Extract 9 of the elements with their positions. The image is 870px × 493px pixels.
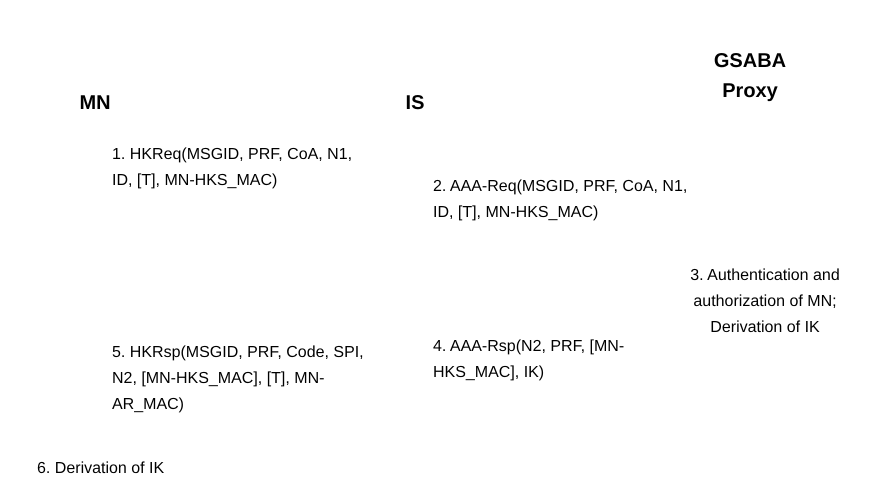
- participant-name: IS: [404, 91, 426, 116]
- message-text: 4. AAA-Rsp(N2, PRF, [MN-HKS_MAC], IK): [433, 337, 626, 383]
- step-text: 3. Authentication and authorization of MN; Derivation of IK: [689, 266, 841, 338]
- message-text: 1. HKReq(MSGID, PRF, CoA, N1, ID, [T], MN-HKS_MAC): [112, 145, 354, 191]
- message-text: 5. HKRsp(MSGID, PRF, Code, SPI, N2, [MN-HKS_MAC], [T], MN-AR_MAC): [112, 343, 365, 415]
- step-text: 6. Derivation of IK: [37, 459, 166, 479]
- participant-name: GSABA Proxy: [712, 49, 788, 104]
- participant-name: MN: [78, 91, 112, 116]
- message-text: 2. AAA-Req(MSGID, PRF, CoA, N1, ID, [T], MN-HKS_MAC): [433, 177, 688, 223]
